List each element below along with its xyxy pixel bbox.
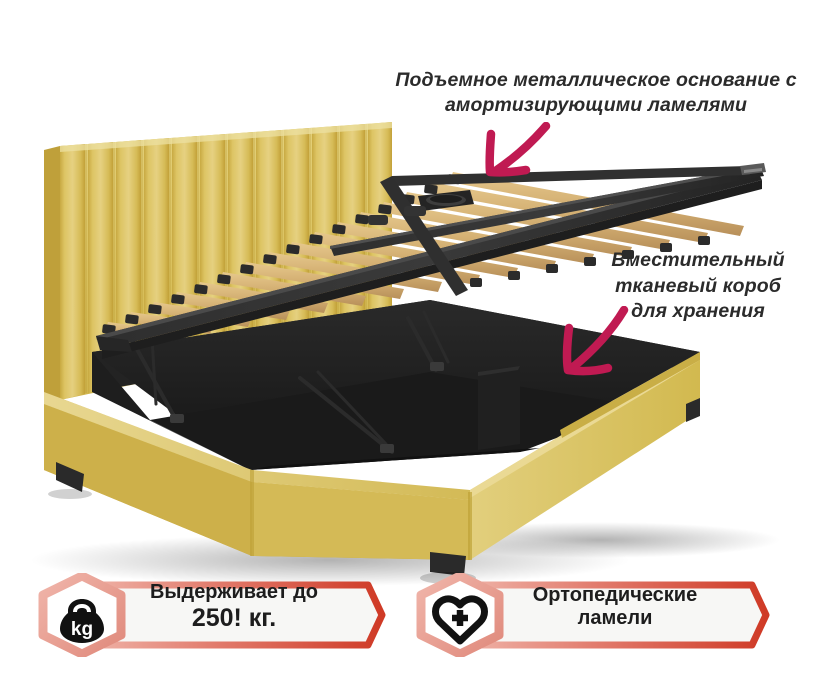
frame-brackets	[368, 206, 426, 225]
lift-hinge-block	[418, 190, 474, 211]
kettlebell-weight-icon: kg	[60, 599, 104, 643]
bed-base	[44, 352, 700, 560]
bed-legs	[56, 398, 700, 576]
down-left-arrow-icon	[485, 122, 551, 177]
down-left-arrow-icon-2	[562, 306, 629, 376]
kg-icon-text: kg	[71, 619, 93, 640]
badge-ortho-line1: Ортопедические	[532, 583, 698, 606]
badge-weight-capacity: Выдерживает до 250! кг. kg	[36, 573, 386, 657]
badge-orthopedic-slats: Ортопедические ламели	[414, 573, 770, 657]
badge-weight-label: Выдерживает до 250! кг.	[108, 573, 360, 641]
storage-box-interior	[92, 300, 700, 470]
badge-weight-line1: Выдерживает до	[149, 580, 319, 603]
badge-ortho-label: Ортопедические ламели	[486, 573, 744, 641]
badge-ortho-line2: ламели	[577, 607, 653, 629]
heart-plus-icon	[432, 595, 488, 645]
badge-ortho-hexagon	[416, 573, 504, 657]
badge-weight-hexagon: kg	[38, 573, 126, 657]
badge-weight-line2: 250! кг.	[191, 604, 277, 633]
lifted-slat-base	[96, 163, 766, 359]
strut-mounts	[170, 362, 444, 453]
gas-lift-struts	[131, 310, 450, 454]
annotation-storage-box-text: Вместительный тканевый короб для хранени…	[611, 249, 785, 323]
annotation-lift-base-text: Подъемное металлическое основание с амор…	[395, 69, 797, 116]
